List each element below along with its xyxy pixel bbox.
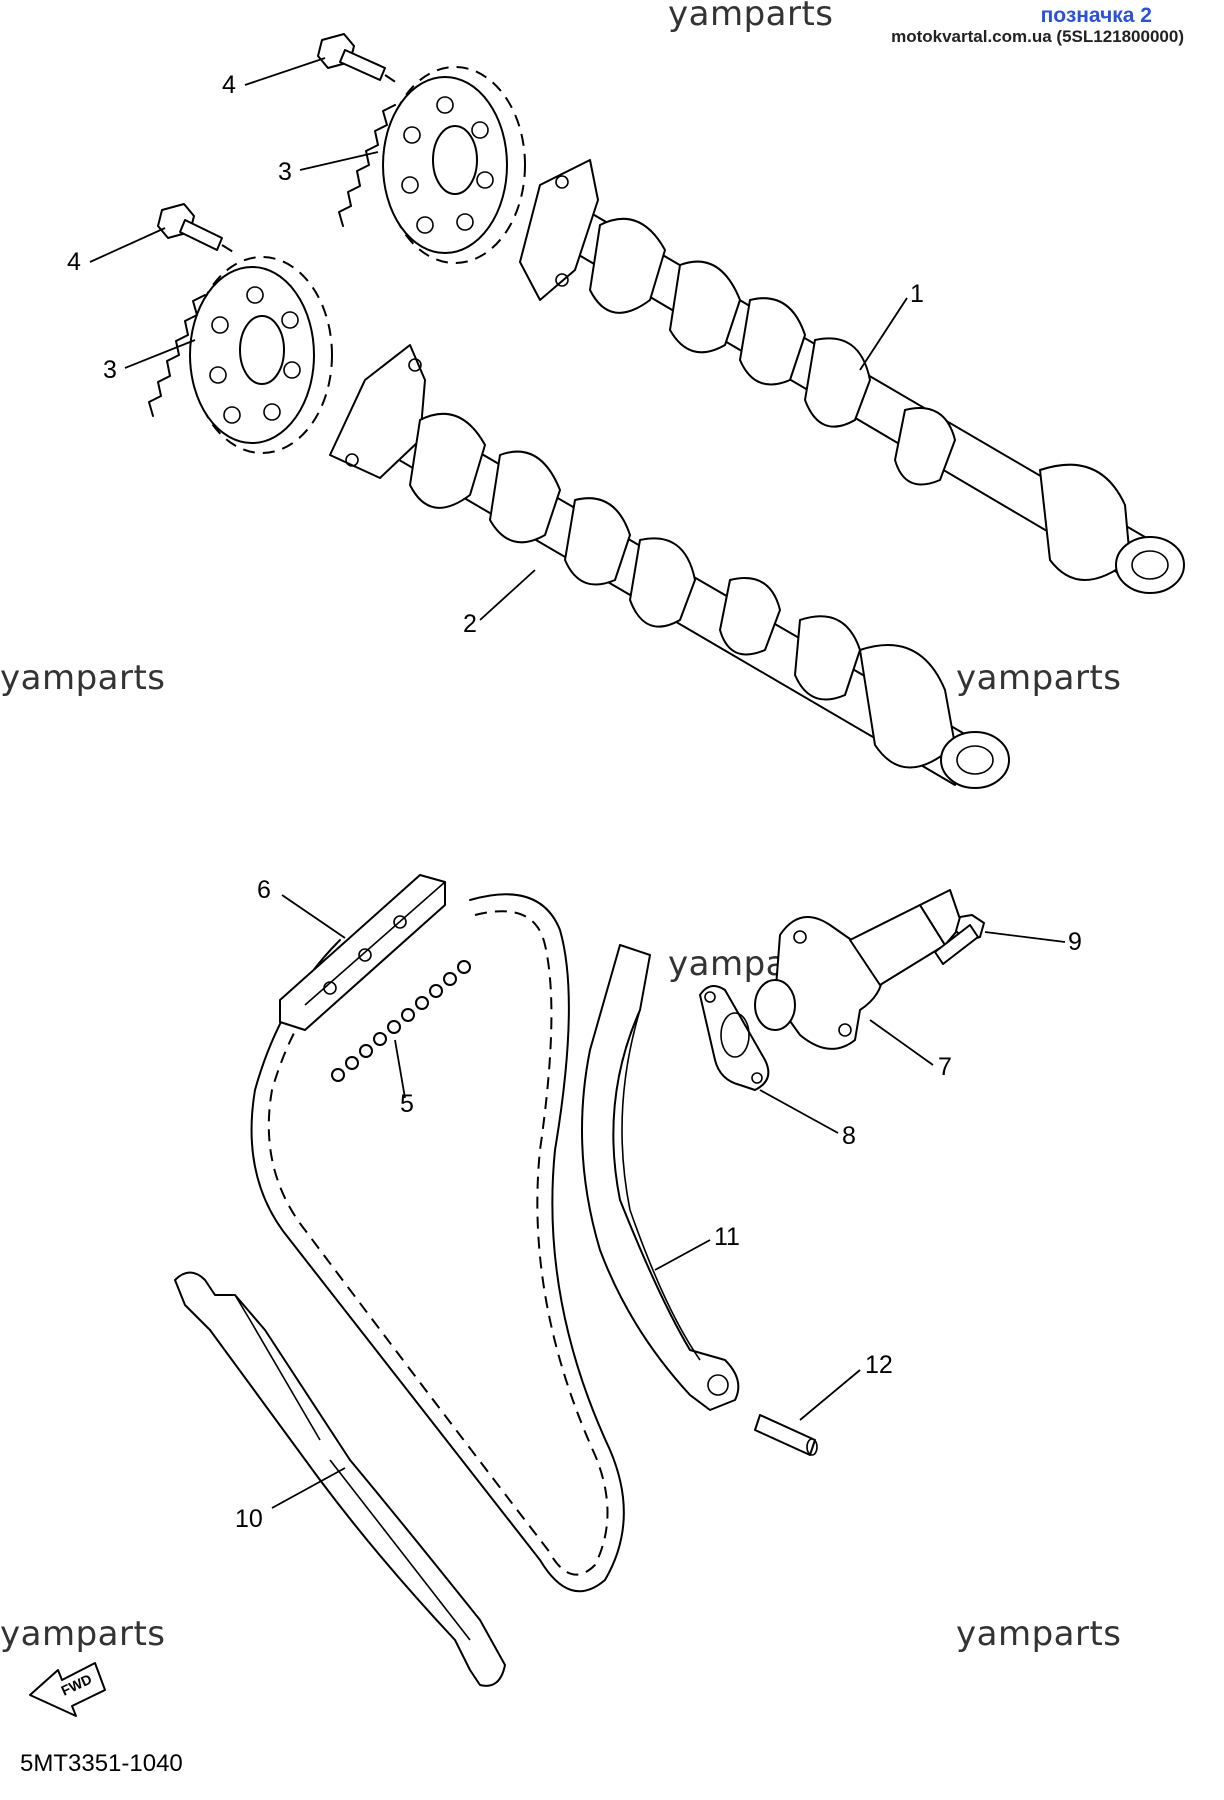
sprocket-bolt-lower[interactable] [157, 203, 239, 256]
watermark-bottom-right: yamparts [956, 1614, 1122, 1654]
cam-sprocket-upper[interactable] [338, 66, 526, 264]
callout-3-upper: 3 [278, 158, 292, 186]
callout-4-lower: 4 [67, 248, 81, 276]
callout-7: 7 [938, 1053, 952, 1081]
callout-8: 8 [842, 1122, 856, 1150]
callout-12: 12 [865, 1351, 893, 1379]
watermark-mid-right: yamparts [956, 658, 1122, 698]
callout-10: 10 [235, 1505, 263, 1533]
callout-9: 9 [1068, 928, 1082, 956]
cam-chain[interactable] [250, 893, 625, 1593]
chain-tensioner[interactable] [754, 889, 963, 1050]
watermark-mid-left: yamparts [0, 658, 166, 698]
chain-guide-top[interactable] [279, 874, 446, 1031]
sprocket-bolt-upper[interactable] [317, 33, 401, 86]
header-tag[interactable]: позначка 2 [1040, 4, 1152, 27]
callout-1: 1 [910, 280, 924, 308]
watermark-top: yamparts [668, 0, 834, 34]
callout-5: 5 [400, 1090, 414, 1118]
watermark-bottom-left: yamparts [0, 1614, 166, 1654]
catalog-number: 5MT3351-1040 [20, 1750, 183, 1777]
callout-2: 2 [463, 610, 477, 638]
tensioner-gasket[interactable] [699, 985, 770, 1091]
tensioner-bolt[interactable] [934, 914, 985, 965]
guide-pin[interactable] [754, 1414, 818, 1456]
leader-lines [89, 57, 1066, 1509]
camshaft-2[interactable] [329, 344, 1010, 789]
cam-sprocket-lower[interactable] [148, 256, 333, 454]
header-source: motokvartal.com.ua (5SL121800000) [891, 27, 1184, 46]
callouts: 1 2 3 3 4 4 5 6 7 8 9 10 11 12 [67, 71, 1082, 1533]
callout-3-lower: 3 [103, 356, 117, 384]
chain-guide-tensioner[interactable] [581, 944, 740, 1411]
camshaft-1[interactable] [519, 159, 1185, 594]
chain-guide-rear[interactable] [174, 1271, 506, 1687]
callout-6: 6 [257, 876, 271, 904]
callout-11: 11 [714, 1223, 740, 1251]
chain-links [331, 960, 471, 1082]
callout-4-upper: 4 [222, 71, 236, 99]
fwd-arrow: FWD [29, 1662, 106, 1717]
